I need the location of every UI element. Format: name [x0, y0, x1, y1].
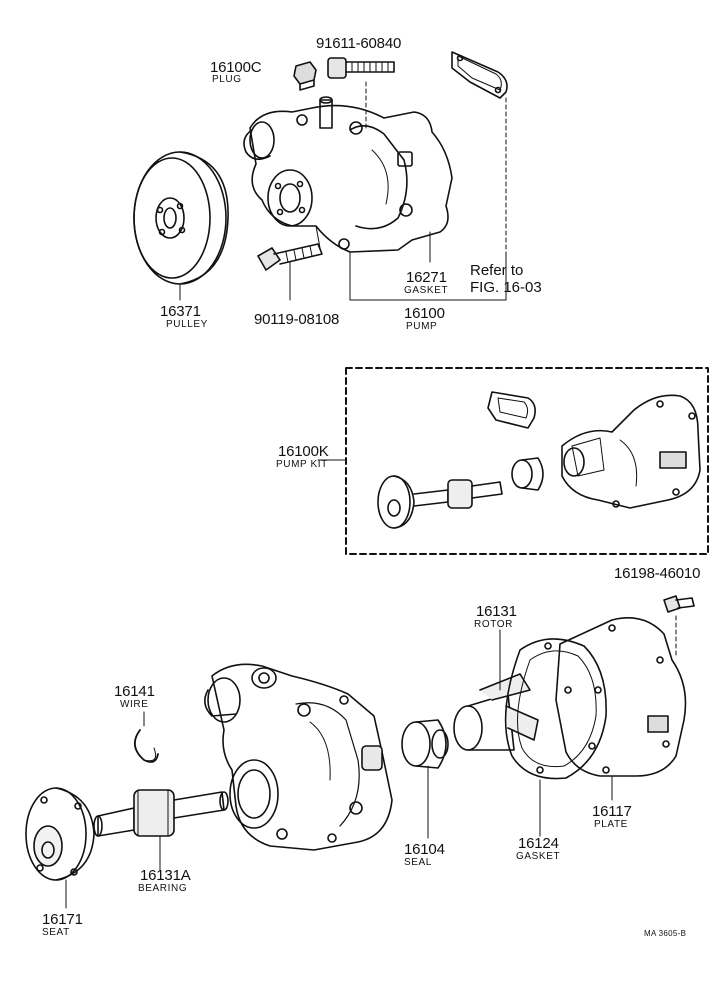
bolt-pulley-drawing — [257, 243, 323, 271]
pump-kit-contents-drawing — [377, 391, 701, 529]
seal-drawing — [401, 719, 449, 839]
seat-name: SEAT — [42, 927, 70, 938]
gasket-bottom-number: 16124 — [518, 835, 559, 852]
pulley-drawing — [133, 151, 229, 301]
plate-name: PLATE — [594, 819, 628, 830]
wire-name: WIRE — [120, 699, 149, 710]
pump-body-bottom-drawing — [204, 663, 393, 851]
rotor-number: 16131 — [476, 603, 517, 620]
bolt-top-number: 91611-60840 — [316, 35, 402, 52]
plate-drawing — [555, 617, 687, 801]
seat-number: 16171 — [42, 911, 83, 928]
pump-body-top-drawing — [243, 96, 507, 301]
wire-drawing — [134, 711, 159, 763]
wire-number: 16141 — [114, 683, 155, 700]
figure-code: MA 3605-B — [644, 929, 687, 938]
rotor-name: ROTOR — [474, 619, 513, 630]
plug-drawing — [293, 61, 317, 91]
gasket-bottom-drawing — [504, 638, 607, 837]
pulley-name: PULLEY — [166, 319, 208, 330]
gasket-top-number: 16271 — [406, 269, 447, 286]
seal-name: SEAL — [404, 857, 432, 868]
plug-number: 16100C — [210, 59, 262, 76]
rotor-drawing — [453, 629, 539, 751]
bearing-number: 16131A — [140, 867, 191, 884]
bolt-top-drawing — [327, 57, 395, 129]
bolt-plate-number: 16198-46010 — [614, 565, 701, 582]
pump-number: 16100 — [404, 305, 445, 322]
refer-line1: Refer to — [470, 262, 524, 279]
refer-line2: FIG. 16-03 — [470, 279, 542, 296]
seat-drawing — [25, 787, 95, 909]
seal-number: 16104 — [404, 841, 445, 858]
plate-number: 16117 — [592, 803, 632, 820]
pump-kit-box — [317, 367, 709, 555]
bearing-name: BEARING — [138, 883, 188, 894]
plug-name: PLUG — [212, 74, 242, 85]
bearing-drawing — [93, 789, 229, 871]
bolt-plate-drawing — [663, 595, 695, 657]
gasket-top-name: GASKET — [404, 285, 449, 296]
gasket-refer-drawing — [451, 51, 508, 255]
pump-kit-name: PUMP KIT — [276, 459, 328, 470]
bolt-pulley-number: 90119-08108 — [254, 311, 340, 328]
pump-name: PUMP — [406, 321, 438, 332]
gasket-bottom-name: GASKET — [516, 851, 561, 862]
pump-kit-number: 16100K — [278, 443, 329, 460]
pulley-number: 16371 — [160, 303, 201, 320]
